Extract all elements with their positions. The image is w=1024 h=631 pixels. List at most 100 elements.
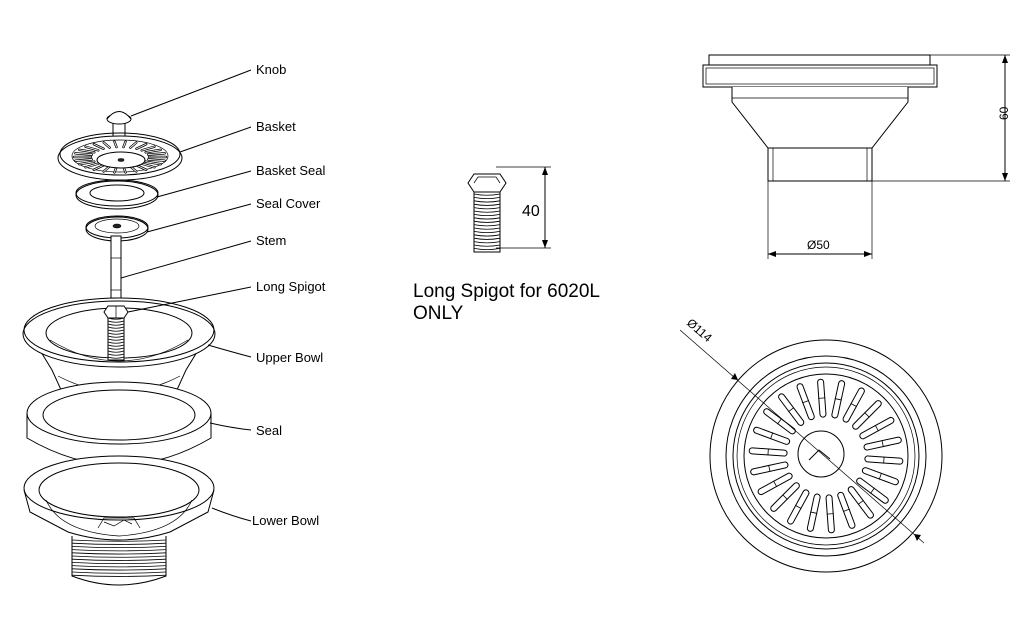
top-slot-tick <box>773 480 778 488</box>
basket-slot-inner <box>103 142 111 149</box>
thread-line <box>71 568 167 571</box>
top-slot-tick <box>842 508 850 512</box>
leader-lines <box>120 69 252 522</box>
thread-line <box>473 231 501 234</box>
thread-line <box>71 539 167 542</box>
basket-slot-inner <box>129 142 137 149</box>
basket-slot-inner <box>123 141 126 148</box>
thread-line <box>71 552 167 555</box>
top-slot-tick <box>857 499 864 505</box>
top-slot-tick <box>874 424 879 432</box>
basket-slot-inner <box>78 161 95 165</box>
top-diameter-dimension: Ø114 <box>684 316 715 345</box>
top-slot-tick <box>818 397 826 399</box>
top-slot-tick <box>826 513 834 515</box>
top-slot-tick <box>795 504 802 509</box>
thread-line <box>107 320 125 323</box>
label-upper-bowl: Upper Bowl <box>256 350 323 365</box>
spigot-caption-line1: Long Spigot for 6020L <box>413 281 600 302</box>
thread-line <box>107 338 125 341</box>
thread-line <box>473 193 501 196</box>
thread-line <box>473 237 501 240</box>
basket-slot-inner <box>145 149 162 153</box>
thread-line <box>473 220 501 223</box>
label-seal-cover: Seal Cover <box>256 196 321 211</box>
thread-line <box>107 350 125 353</box>
label-seal: Seal <box>256 423 282 438</box>
thread-line <box>473 197 501 200</box>
thread-line <box>473 203 501 206</box>
basket-slot-inner <box>147 158 166 162</box>
thread-line <box>71 542 167 545</box>
thread-line <box>71 562 167 565</box>
basket-seal-part <box>75 179 159 210</box>
thread-line <box>473 200 501 203</box>
thread-line <box>71 558 167 561</box>
top-slot-tick <box>782 494 788 500</box>
spigot-caption-line2: ONLY <box>413 303 464 324</box>
thread-line <box>107 323 125 326</box>
basket-part <box>57 132 183 181</box>
basket-slot-inner <box>93 143 104 150</box>
label-lower-bowl: Lower Bowl <box>252 513 319 528</box>
thread-line <box>473 234 501 237</box>
label-basket: Basket <box>256 119 296 134</box>
thread-line <box>107 356 125 359</box>
thread-line <box>71 571 167 574</box>
thread-line <box>473 207 501 210</box>
label-stem: Stem <box>256 233 286 248</box>
label-long-spigot: Long Spigot <box>256 279 326 294</box>
long-spigot-part <box>103 305 129 361</box>
label-knob: Knob <box>256 62 286 77</box>
spigot-detail: 40 Long Spigot for 6020L ONLY <box>413 166 600 324</box>
thread-line <box>107 335 125 338</box>
thread-line <box>107 353 125 356</box>
basket-slot-inner <box>145 161 162 165</box>
basket-slot-inner <box>141 146 155 151</box>
top-slot-tick <box>850 403 857 408</box>
top-slot-tick <box>878 472 882 480</box>
thread-line <box>473 244 501 247</box>
thread-line <box>107 344 125 347</box>
top-slot-tick <box>864 412 870 418</box>
top-slot-tick <box>870 487 875 494</box>
thread-line <box>71 574 167 577</box>
lower-bowl-part <box>23 455 215 586</box>
basket-slot-inner <box>85 146 99 151</box>
thread-line <box>107 347 125 350</box>
part-labels: Knob Basket Basket Seal Seal Cover Stem … <box>252 62 326 528</box>
thread-line <box>473 210 501 213</box>
thread-line <box>107 329 125 332</box>
basket-slot-inner <box>136 143 147 150</box>
exploded-view: Knob Basket Basket Seal Seal Cover Stem … <box>22 62 326 586</box>
spigot-length-dimension: 40 <box>522 203 540 220</box>
basket-slot-inner <box>93 164 104 171</box>
top-slot-tick <box>777 418 782 425</box>
thread-line <box>473 214 501 217</box>
basket-slot-inner <box>74 158 93 162</box>
top-slot-tick <box>788 407 795 413</box>
top-view: Ø114 <box>679 316 943 573</box>
top-slot-tick <box>810 511 818 514</box>
thread-line <box>473 217 501 220</box>
top-slot-tick <box>802 400 810 404</box>
side-diameter-dimension: Ø50 <box>807 238 830 252</box>
thread-line <box>71 549 167 552</box>
top-slot-tick <box>834 398 842 401</box>
basket-slot-inner <box>85 163 99 168</box>
stem-part <box>110 235 122 299</box>
thread-line <box>473 224 501 227</box>
basket-slot-inner <box>141 163 155 168</box>
basket-slot-inner <box>114 141 117 148</box>
thread-line <box>71 546 167 549</box>
top-slot-tick <box>770 432 774 440</box>
side-height-dimension: 60 <box>997 106 1011 120</box>
thread-line <box>107 341 125 344</box>
thread-line <box>473 248 501 251</box>
thread-line <box>71 555 167 558</box>
top-slot-tick <box>881 440 884 448</box>
thread-line <box>71 565 167 568</box>
thread-line <box>473 241 501 244</box>
side-view: 60 Ø50 <box>702 54 1011 259</box>
basket-slot-inner <box>147 152 166 156</box>
